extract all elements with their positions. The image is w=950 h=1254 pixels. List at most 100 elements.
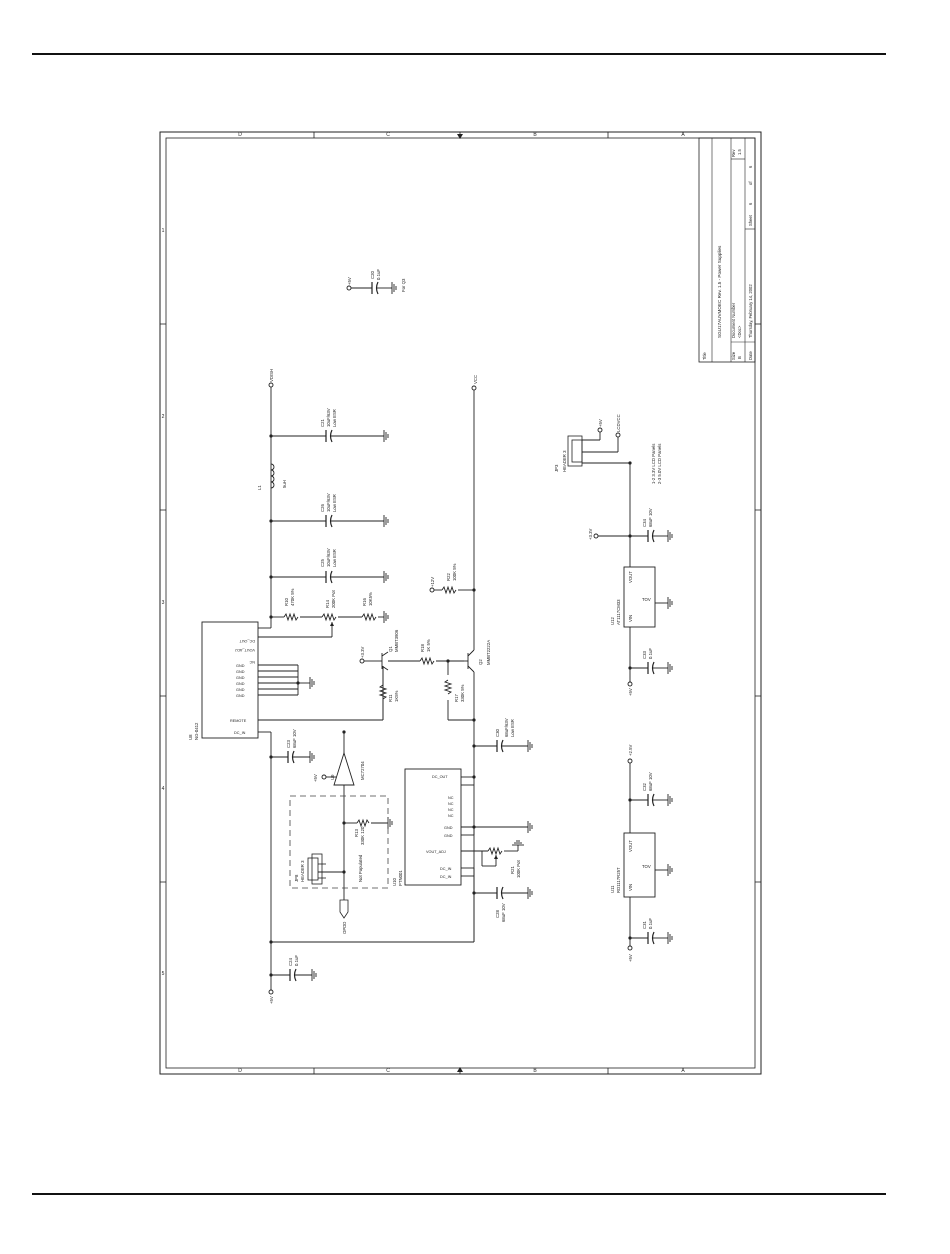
l1-value: 5uH xyxy=(282,480,287,488)
u10-ref: U10 xyxy=(392,878,397,886)
net-p5v-top: +5V xyxy=(347,277,352,285)
c26-note: Low ESR xyxy=(332,494,337,512)
net-p3v-u12: +3.3V xyxy=(588,529,593,540)
doc-value: <Doc> xyxy=(737,325,742,338)
q2-ref: Q2 xyxy=(478,659,483,665)
u8-module xyxy=(201,621,259,739)
size-label: Size xyxy=(731,351,736,360)
u9-comparator xyxy=(333,751,355,786)
zone-side-2: 2 xyxy=(162,414,165,420)
u8-pin-vout-adj: VOUT_ADJ xyxy=(235,648,255,652)
zone-top-d: D xyxy=(238,132,242,138)
zone-side-5: 5 xyxy=(162,971,165,977)
u12-part: AT1117CM33 xyxy=(616,599,621,625)
title-label: Title xyxy=(702,352,707,360)
c32-value: 68uF 10V xyxy=(648,772,653,791)
c25-note: Low ESR xyxy=(332,549,337,567)
date-value: Thursday, February 14, 2002 xyxy=(748,284,753,338)
top-page-rule xyxy=(32,53,886,55)
jp8-header xyxy=(307,853,326,885)
resistor-symbols xyxy=(283,585,503,856)
r13-value: 330K 120 xyxy=(360,826,365,845)
zone-bottom-a: A xyxy=(681,1068,685,1074)
zone-bottom-d: D xyxy=(238,1068,242,1074)
zone-side-3: 3 xyxy=(162,600,165,606)
u10-pin-nc-4: NC xyxy=(448,814,454,818)
date-label: Date xyxy=(748,350,753,360)
r16-value: 10K5% xyxy=(368,592,373,606)
u10-pin-gnd-2: GND xyxy=(444,834,453,838)
u8-ref: U8 xyxy=(188,734,193,740)
c21-note: Low ESR xyxy=(332,409,337,427)
u10-pin-gnd-1: GND xyxy=(444,826,453,830)
u8-pin-gnd-6: GND xyxy=(236,694,245,698)
u11-vout: VOUT xyxy=(628,840,633,852)
u10-pin-nc-3: NC xyxy=(448,808,454,812)
r17-ref: R17 xyxy=(454,694,459,702)
jp3-note-1: 1-2 3.3V LCD Panels xyxy=(651,444,656,484)
size-value: B xyxy=(737,356,742,359)
c25-ref: C25 xyxy=(320,559,325,567)
u9-part: MC72704 xyxy=(360,761,365,780)
u8-pin-dc-in: DC_IN xyxy=(234,731,246,735)
c24-ref: C24 xyxy=(288,958,293,966)
u11-ref: U11 xyxy=(610,885,615,893)
rev-label: Rev xyxy=(731,149,736,157)
net-p5v-u12: +5V xyxy=(628,688,633,696)
r17-value: 330K 5% xyxy=(460,684,465,702)
c28-ref: C28 xyxy=(495,910,500,918)
transistor-q2 xyxy=(464,649,475,673)
zone-side-1: 1 xyxy=(162,228,165,234)
sheet-value: 6 xyxy=(748,202,753,205)
q2-part: MMBT2222A xyxy=(486,640,491,665)
c30-note: Low ESR xyxy=(510,719,515,737)
r13-ref: R13 xyxy=(354,829,359,837)
r22-value: 100K 5% xyxy=(452,563,457,581)
net-p5v-bottom: +5V xyxy=(269,996,274,1004)
r21-value: 100K Pot xyxy=(516,860,521,878)
c31-value: 0.1uF xyxy=(648,918,653,929)
u8-pin-gnd-3: GND xyxy=(236,676,245,680)
c30-ref: C30 xyxy=(495,729,500,737)
u8-part: NG-0412 xyxy=(194,722,199,740)
u10-pin-nc-1: NC xyxy=(448,796,454,800)
c34-ref: C34 xyxy=(642,519,647,527)
r10-ref: R10 xyxy=(284,598,289,606)
rev-value: 1.5 xyxy=(737,149,742,155)
c26-value: 10uF/63V xyxy=(326,493,331,512)
u11-vin: VIN xyxy=(628,884,633,891)
transistor-q1 xyxy=(376,651,389,671)
jp3-part: HEADER 3 xyxy=(562,450,567,472)
zone-top-c: C xyxy=(386,132,390,138)
u8-pin-gnd-2: GND xyxy=(236,670,245,674)
c34-value: 68uF 10V xyxy=(648,508,653,527)
c33-value: 0.1uF xyxy=(648,648,653,659)
title-block: Title SGU17AUVMOEC Rev. 1.5 - Power Supp… xyxy=(698,137,756,363)
net-p5v-jp3: +5V xyxy=(598,419,603,427)
r16-ref: R16 xyxy=(362,598,367,606)
r14-value: 200K Pot xyxy=(331,590,336,608)
u8-pin-gnd-1: GND xyxy=(236,664,245,668)
r10-value: 470K 5% xyxy=(290,588,295,606)
c23-value: 68uF 10V xyxy=(292,729,297,748)
c21-ref: C21 xyxy=(320,419,325,427)
u10-part: PTN001 xyxy=(398,870,403,886)
q1-ref: Q1 xyxy=(388,646,393,652)
r21-ref: R21 xyxy=(510,866,515,874)
u8-pin-gnd-4: GND xyxy=(236,682,245,686)
u11-gnd: TOV xyxy=(642,864,651,869)
net-vcc: VCC xyxy=(473,375,478,384)
c30-value: 68uF/63V xyxy=(504,718,509,737)
l1-ref: L1 xyxy=(257,485,262,490)
u11-regulator xyxy=(623,832,656,898)
c33-ref: C33 xyxy=(642,651,647,659)
u9-ref: U9 xyxy=(330,774,335,780)
net-p25v: +2.5V xyxy=(628,745,633,756)
c26-ref: C26 xyxy=(320,504,325,512)
u12-vout: VOUT xyxy=(628,571,633,583)
c24-value: 0.1uF xyxy=(294,955,299,966)
c21-value: 10uF/63V xyxy=(326,408,331,427)
zone-bottom-c: C xyxy=(386,1068,390,1074)
net-lcdvcc: LCDVCC xyxy=(616,414,621,432)
